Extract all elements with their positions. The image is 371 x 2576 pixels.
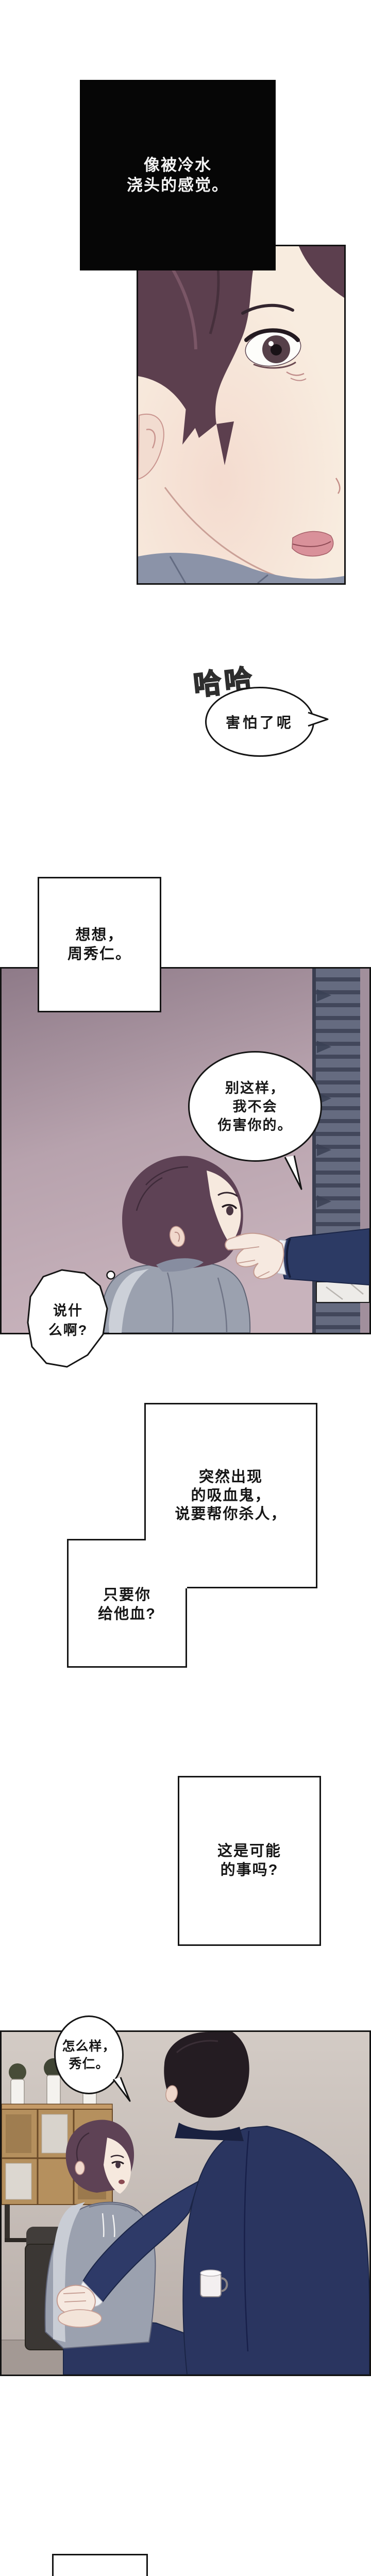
caption-line: 突然出现 [198,1469,263,1485]
bubble-line: 秀仁。 [69,2056,109,2071]
bubble-tail [284,1155,302,1190]
bubble-line: 害怕了呢 [225,715,294,731]
caption-line: 只要你 [103,1587,151,1603]
caption-line: 的吸血鬼， [191,1487,271,1504]
caption-line: 浇头的感觉。 [127,176,229,194]
face-closeup-art [138,246,344,583]
thought-bubble-say-what [27,1269,108,1368]
caption-line: 像被冷水 [144,156,212,174]
panel-office-talk [0,2030,371,2376]
caption-line: 说要帮你杀人， [175,1506,287,1522]
caption-line: 想想， [75,926,124,943]
caption-box-think-name: 想想， 周秀仁。 [38,877,161,1012]
box-border-segment [67,1539,146,1540]
caption-line: 的事吗? [220,1862,279,1878]
bubble-line: 说什 [53,1303,83,1318]
box-border-segment [185,1588,187,1668]
panel-face-closeup [137,245,346,585]
bubble-tail [308,711,329,727]
office-talk-art [2,2032,369,2375]
box-border-segment [67,1539,69,1668]
caption-line: 周秀仁。 [67,945,131,962]
narration-box-opening: 像被冷水 浇头的感觉。 [80,80,276,270]
caption-box-possible: 这是可能 的事吗? [178,1776,321,1946]
bubble-line: 伤害你的。 [217,1117,293,1133]
caption-line: 这是可能 [217,1843,281,1859]
bubble-line: 别这样， [225,1080,285,1096]
bubble-tail [112,2077,131,2102]
bubble-line: 怎么样， [62,2039,116,2054]
box-border-segment [67,1666,187,1668]
bubble-line: 么啊? [48,1323,88,1338]
caption-line: 给他血? [98,1606,156,1622]
thought-bubble-text: 说什 么啊? [32,1298,104,1343]
bubble-line: 我不会 [232,1098,278,1114]
speech-bubble-dont-be-like-this: 别这样， 我不会 伤害你的。 [188,1051,322,1162]
speech-bubble-afraid: 害怕了呢 [205,687,314,757]
caption-box-cannot-understand: 无法理解 的事。 [52,2554,148,2576]
caption-give-blood-text: 只要你 给他血? [69,1577,185,1633]
thought-bubble-dot [106,1270,115,1280]
caption-box-give-blood [67,1539,187,1668]
speech-bubble-how-about-it: 怎么样， 秀仁。 [54,2015,124,2094]
